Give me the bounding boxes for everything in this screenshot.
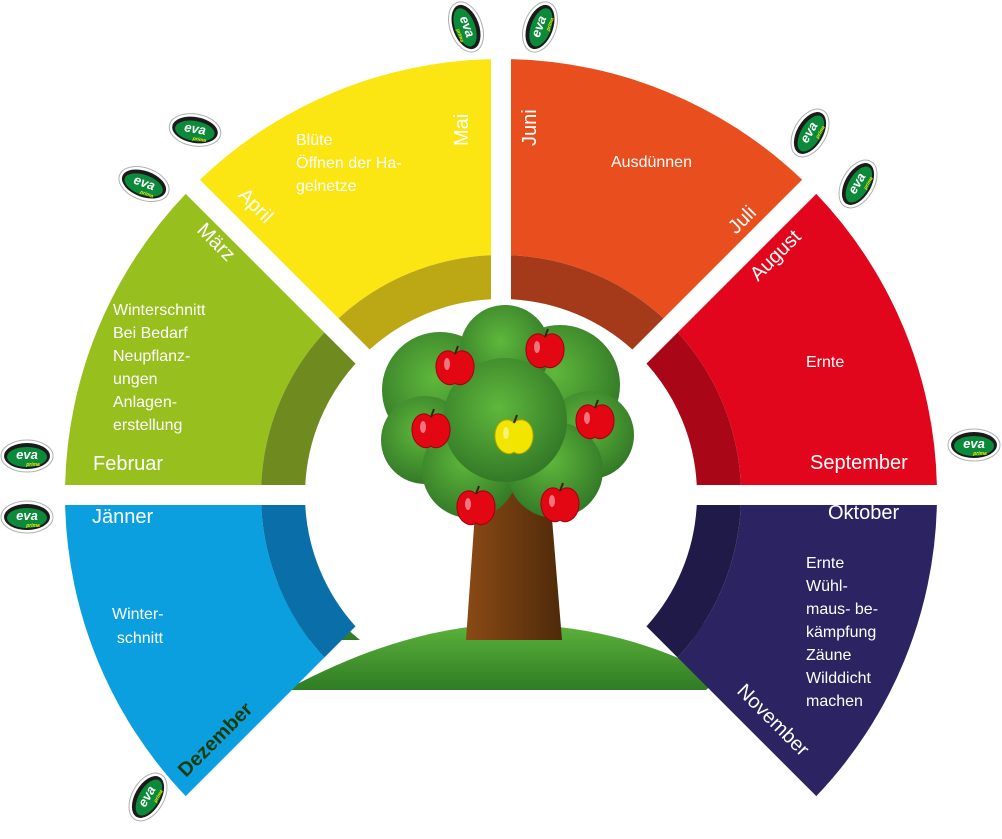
logo-brand: eva bbox=[183, 119, 207, 138]
logo-sub: prima bbox=[25, 523, 40, 529]
segment-harvest bbox=[677, 193, 937, 486]
task-bloom: Blüte Öffnen der Ha- gelnetze bbox=[296, 132, 406, 195]
red-apple bbox=[435, 345, 475, 386]
red-apple bbox=[525, 328, 565, 369]
logo-sub: prima bbox=[454, 27, 465, 43]
task-line: Öffnen der Ha- bbox=[296, 154, 402, 172]
season-ring bbox=[65, 59, 937, 797]
segment-thinning bbox=[510, 59, 803, 319]
segment-spring bbox=[65, 193, 325, 486]
task-autumn: Ernte Wühl- maus- be- kämpfung Zäune Wil… bbox=[806, 555, 882, 710]
red-apple bbox=[411, 408, 451, 449]
logo-sub: prima bbox=[191, 136, 207, 144]
logo-sub: prima bbox=[972, 451, 987, 457]
task-line: ungen bbox=[113, 371, 158, 388]
task-line: Ernte bbox=[806, 555, 844, 572]
month-jun: Juni bbox=[519, 109, 541, 146]
task-line: kämpfung bbox=[806, 624, 876, 641]
task-line: maus- be- bbox=[806, 601, 878, 618]
task-harvest: Ernte bbox=[806, 354, 844, 371]
logo-brand: eva bbox=[132, 172, 158, 194]
task-line: Ernte bbox=[806, 354, 844, 371]
segment-harvest-inner bbox=[646, 332, 741, 486]
month-may: Mai bbox=[451, 114, 473, 146]
apples bbox=[411, 328, 615, 526]
task-spring: Winterschnitt Bei Bedarf Neupflanz- unge… bbox=[113, 302, 210, 434]
task-line: Blüte bbox=[296, 132, 333, 149]
month-oct: Oktober bbox=[828, 502, 899, 524]
task-line: erstellung bbox=[113, 417, 182, 434]
logo-sub: prima bbox=[545, 17, 556, 33]
month-sep: September bbox=[810, 452, 908, 474]
segment-bloom bbox=[199, 59, 492, 319]
logo-brand: eva bbox=[963, 436, 985, 451]
yellow-apple bbox=[494, 414, 534, 455]
task-line: Anlagen- bbox=[113, 394, 177, 411]
task-line: Wühl- bbox=[806, 578, 848, 595]
task-line: Zäune bbox=[806, 647, 851, 664]
segment-thinning-inner bbox=[510, 255, 664, 350]
logo-brand: eva bbox=[16, 447, 38, 462]
task-line: gelnetze bbox=[296, 178, 357, 195]
segment-winter-inner bbox=[261, 504, 356, 658]
task-line: Ausdünnen bbox=[611, 154, 692, 171]
task-winter: Winter- schnitt bbox=[112, 606, 168, 647]
month-feb: Februar bbox=[93, 453, 163, 475]
segment-autumn-inner bbox=[646, 504, 741, 658]
logo-sub: prima bbox=[138, 189, 154, 200]
task-line: Winter- bbox=[112, 606, 164, 623]
task-thinning: Ausdünnen bbox=[611, 154, 692, 171]
task-line: Winterschnitt bbox=[113, 302, 206, 319]
segment-bloom-inner bbox=[338, 255, 492, 350]
red-apple bbox=[575, 399, 615, 440]
logo-brand: eva bbox=[16, 508, 38, 523]
apple-tree bbox=[381, 305, 634, 640]
red-apple bbox=[540, 482, 580, 523]
task-line: Neupflanz- bbox=[113, 348, 190, 365]
task-line: machen bbox=[806, 693, 863, 710]
task-line: Wilddicht bbox=[806, 670, 871, 687]
task-labels: Winter- schnitt Winterschnitt Bei Bedarf… bbox=[112, 132, 882, 710]
logo-sub: prima bbox=[25, 462, 40, 468]
month-jan: Jänner bbox=[92, 506, 153, 528]
task-line: Bei Bedarf bbox=[113, 325, 188, 342]
task-line: schnitt bbox=[117, 630, 164, 647]
segment-spring-inner bbox=[261, 332, 356, 486]
hill-main bbox=[286, 624, 720, 690]
segment-autumn bbox=[677, 504, 937, 797]
segment-winter bbox=[65, 504, 325, 797]
red-apple bbox=[456, 485, 496, 526]
logo-brand: eva bbox=[457, 14, 479, 40]
logo-brand: eva bbox=[528, 14, 550, 40]
